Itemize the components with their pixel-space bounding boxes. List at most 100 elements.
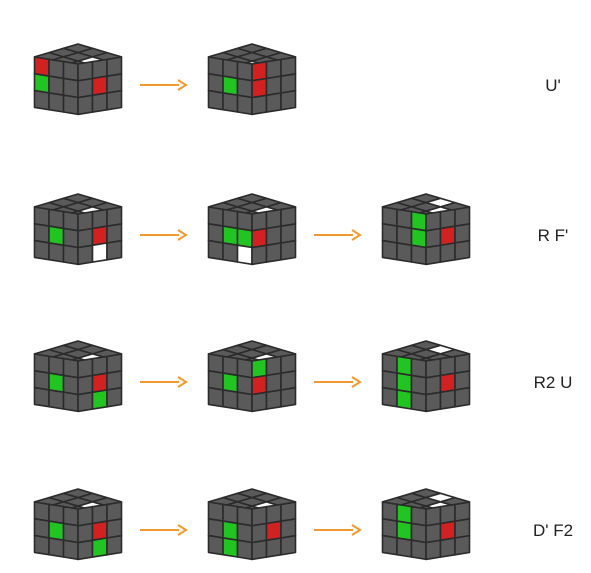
sticker [207, 73, 224, 94]
move-notation: R F' [538, 226, 569, 245]
sticker [280, 206, 297, 227]
sticker [251, 374, 268, 396]
sticker [236, 244, 253, 266]
sticker [236, 94, 253, 116]
sticker [454, 501, 471, 523]
sticker [33, 517, 50, 539]
sticker [236, 539, 253, 561]
sticker [91, 92, 108, 113]
sticker [91, 208, 108, 230]
sticker [77, 210, 94, 232]
sticker [425, 227, 442, 249]
sticker [454, 370, 471, 391]
sticker [222, 537, 239, 558]
sticker [77, 357, 94, 379]
sticker [77, 539, 94, 561]
sticker [425, 522, 442, 544]
sticker [222, 242, 239, 263]
sticker [454, 353, 471, 375]
sticker [207, 239, 224, 261]
sticker [62, 210, 79, 232]
arrow-right-icon [314, 376, 362, 388]
sticker [33, 239, 50, 261]
sticker [106, 501, 123, 523]
sticker [454, 223, 471, 244]
cube-left-face [33, 501, 79, 561]
sticker [222, 208, 239, 230]
sticker [48, 372, 65, 394]
sticker [439, 355, 456, 377]
sticker [91, 225, 108, 247]
sticker [425, 505, 442, 527]
cube-right-face [425, 353, 471, 413]
arrow-right-icon [314, 524, 362, 536]
sticker [265, 225, 282, 247]
sticker [207, 353, 224, 374]
sticker [396, 225, 413, 246]
sticker [381, 223, 398, 244]
sticker [62, 244, 79, 266]
sticker [381, 239, 398, 261]
cube-right-face [77, 353, 123, 413]
cube-right-face [251, 206, 297, 266]
sticker [33, 501, 50, 522]
sticker [265, 58, 282, 80]
sticker [280, 370, 297, 391]
sticker [410, 374, 427, 396]
cube-right-face [425, 501, 471, 561]
sticker [62, 77, 79, 99]
move-notation: D' F2 [533, 521, 573, 540]
sticker [91, 520, 108, 542]
sticker [265, 389, 282, 410]
sticker [265, 520, 282, 542]
sticker [207, 534, 224, 556]
sticker [222, 520, 239, 542]
sticker [396, 503, 413, 525]
move-notation: R2 U [534, 373, 573, 392]
sticker [33, 206, 50, 227]
sticker [48, 355, 65, 377]
sticker [48, 208, 65, 230]
sticker [439, 372, 456, 394]
sticker [106, 386, 123, 408]
arrow-right-icon [140, 524, 188, 536]
sticker [381, 386, 398, 408]
sticker [48, 75, 65, 96]
sticker [410, 522, 427, 544]
cube-left-face [207, 501, 253, 561]
sticker [280, 73, 297, 94]
sticker [236, 77, 253, 99]
sticker [106, 370, 123, 391]
sticker [280, 223, 297, 244]
sticker [33, 89, 50, 111]
sticker [33, 353, 50, 374]
cube [33, 488, 123, 561]
sticker [77, 391, 94, 413]
arrow-right-icon [140, 229, 188, 241]
sticker [62, 391, 79, 413]
sticker [410, 210, 427, 232]
sticker [91, 372, 108, 394]
sticker [91, 75, 108, 97]
cube-left-face [381, 353, 427, 413]
sticker [48, 520, 65, 542]
sticker [48, 503, 65, 525]
sticker [207, 369, 224, 391]
sticker [251, 77, 268, 99]
cube-left-face [381, 501, 427, 561]
sticker [265, 242, 282, 263]
sticker [77, 94, 94, 116]
sticker [381, 353, 398, 374]
cube-left-face [207, 353, 253, 413]
arrow-right-icon [140, 79, 188, 91]
sticker [62, 374, 79, 396]
sticker [33, 73, 50, 94]
sticker [396, 242, 413, 263]
sticker [236, 391, 253, 413]
sticker [439, 520, 456, 542]
sticker [62, 522, 79, 544]
sticker [454, 239, 471, 261]
sticker [410, 357, 427, 379]
cube-left-face [207, 56, 253, 116]
sticker [265, 503, 282, 525]
